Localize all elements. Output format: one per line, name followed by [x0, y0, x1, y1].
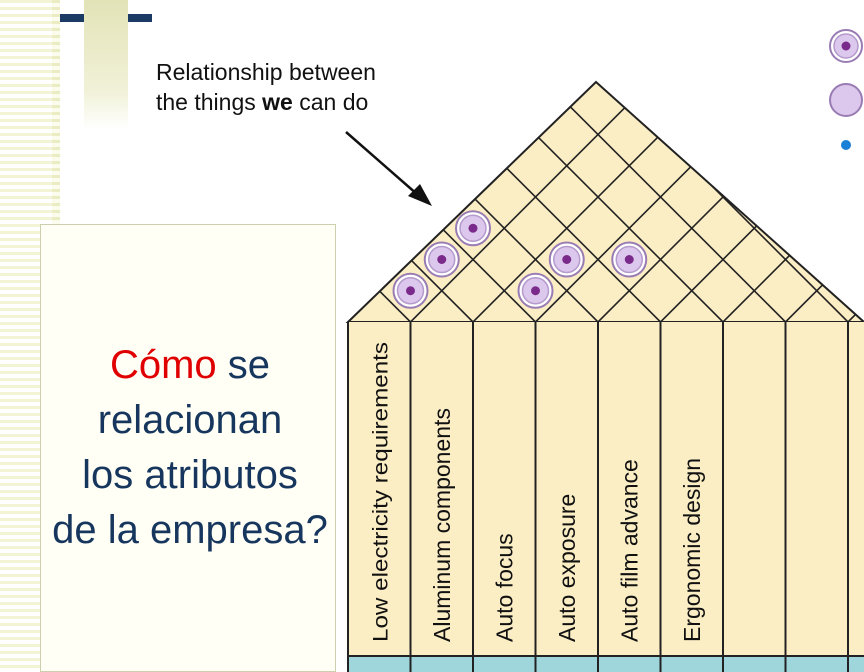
column-background: [348, 322, 864, 656]
strong-relationship-icon: [455, 210, 491, 247]
strong-relationship-icon: [517, 272, 554, 309]
column-label: Auto focus: [491, 533, 517, 642]
caption-line-2-pre: the things: [156, 89, 262, 115]
strong-relationship-icon: [829, 29, 863, 63]
question-text: Cómo se relacionan los atributos de la e…: [0, 338, 380, 558]
roof-grid-line: [348, 82, 537, 322]
caption-line-1: Relationship between: [156, 59, 376, 85]
question-highlight-word: Cómo: [109, 343, 217, 387]
question-line-1-rest: se: [216, 343, 271, 387]
column-label: Auto film advance: [616, 459, 642, 642]
question-panel: [40, 224, 336, 672]
caption: Relationship between the things we can d…: [156, 59, 376, 115]
question-line-4: de la empresa?: [52, 508, 328, 552]
strong-relationship-icon: [392, 272, 429, 309]
medium-relationship-icon: [829, 83, 863, 117]
caption-line-2-bold: we: [261, 89, 293, 115]
side-gradient-block: [84, 0, 128, 130]
svg-text:Relationship between: Relationship between: [156, 59, 376, 85]
base-strip: [348, 656, 864, 672]
roof-grid-line: [384, 82, 787, 322]
caption-line-2-post: can do: [293, 89, 368, 115]
strong-relationship-icon: [611, 241, 648, 278]
column-label: Auto exposure: [554, 494, 580, 642]
strong-relationship-icon: [423, 241, 460, 278]
symbol-legend: [829, 29, 863, 150]
column-label: Aluminum components: [429, 408, 455, 642]
question-line-2: relacionan: [97, 398, 283, 442]
column-label: Low electricity requirements: [369, 342, 392, 642]
column-label: Ergonomic design: [679, 458, 705, 642]
strong-relationship-icon: [548, 241, 585, 278]
svg-text:the things we can do: the things we can do: [156, 89, 368, 115]
question-line-3: los atributos: [82, 453, 298, 497]
weak-relationship-icon: [841, 140, 851, 150]
column-area: Low electricity requirements Aluminum com…: [347, 322, 864, 672]
roof-grid-line: [409, 82, 812, 322]
pointer-arrow: [345, 131, 432, 206]
